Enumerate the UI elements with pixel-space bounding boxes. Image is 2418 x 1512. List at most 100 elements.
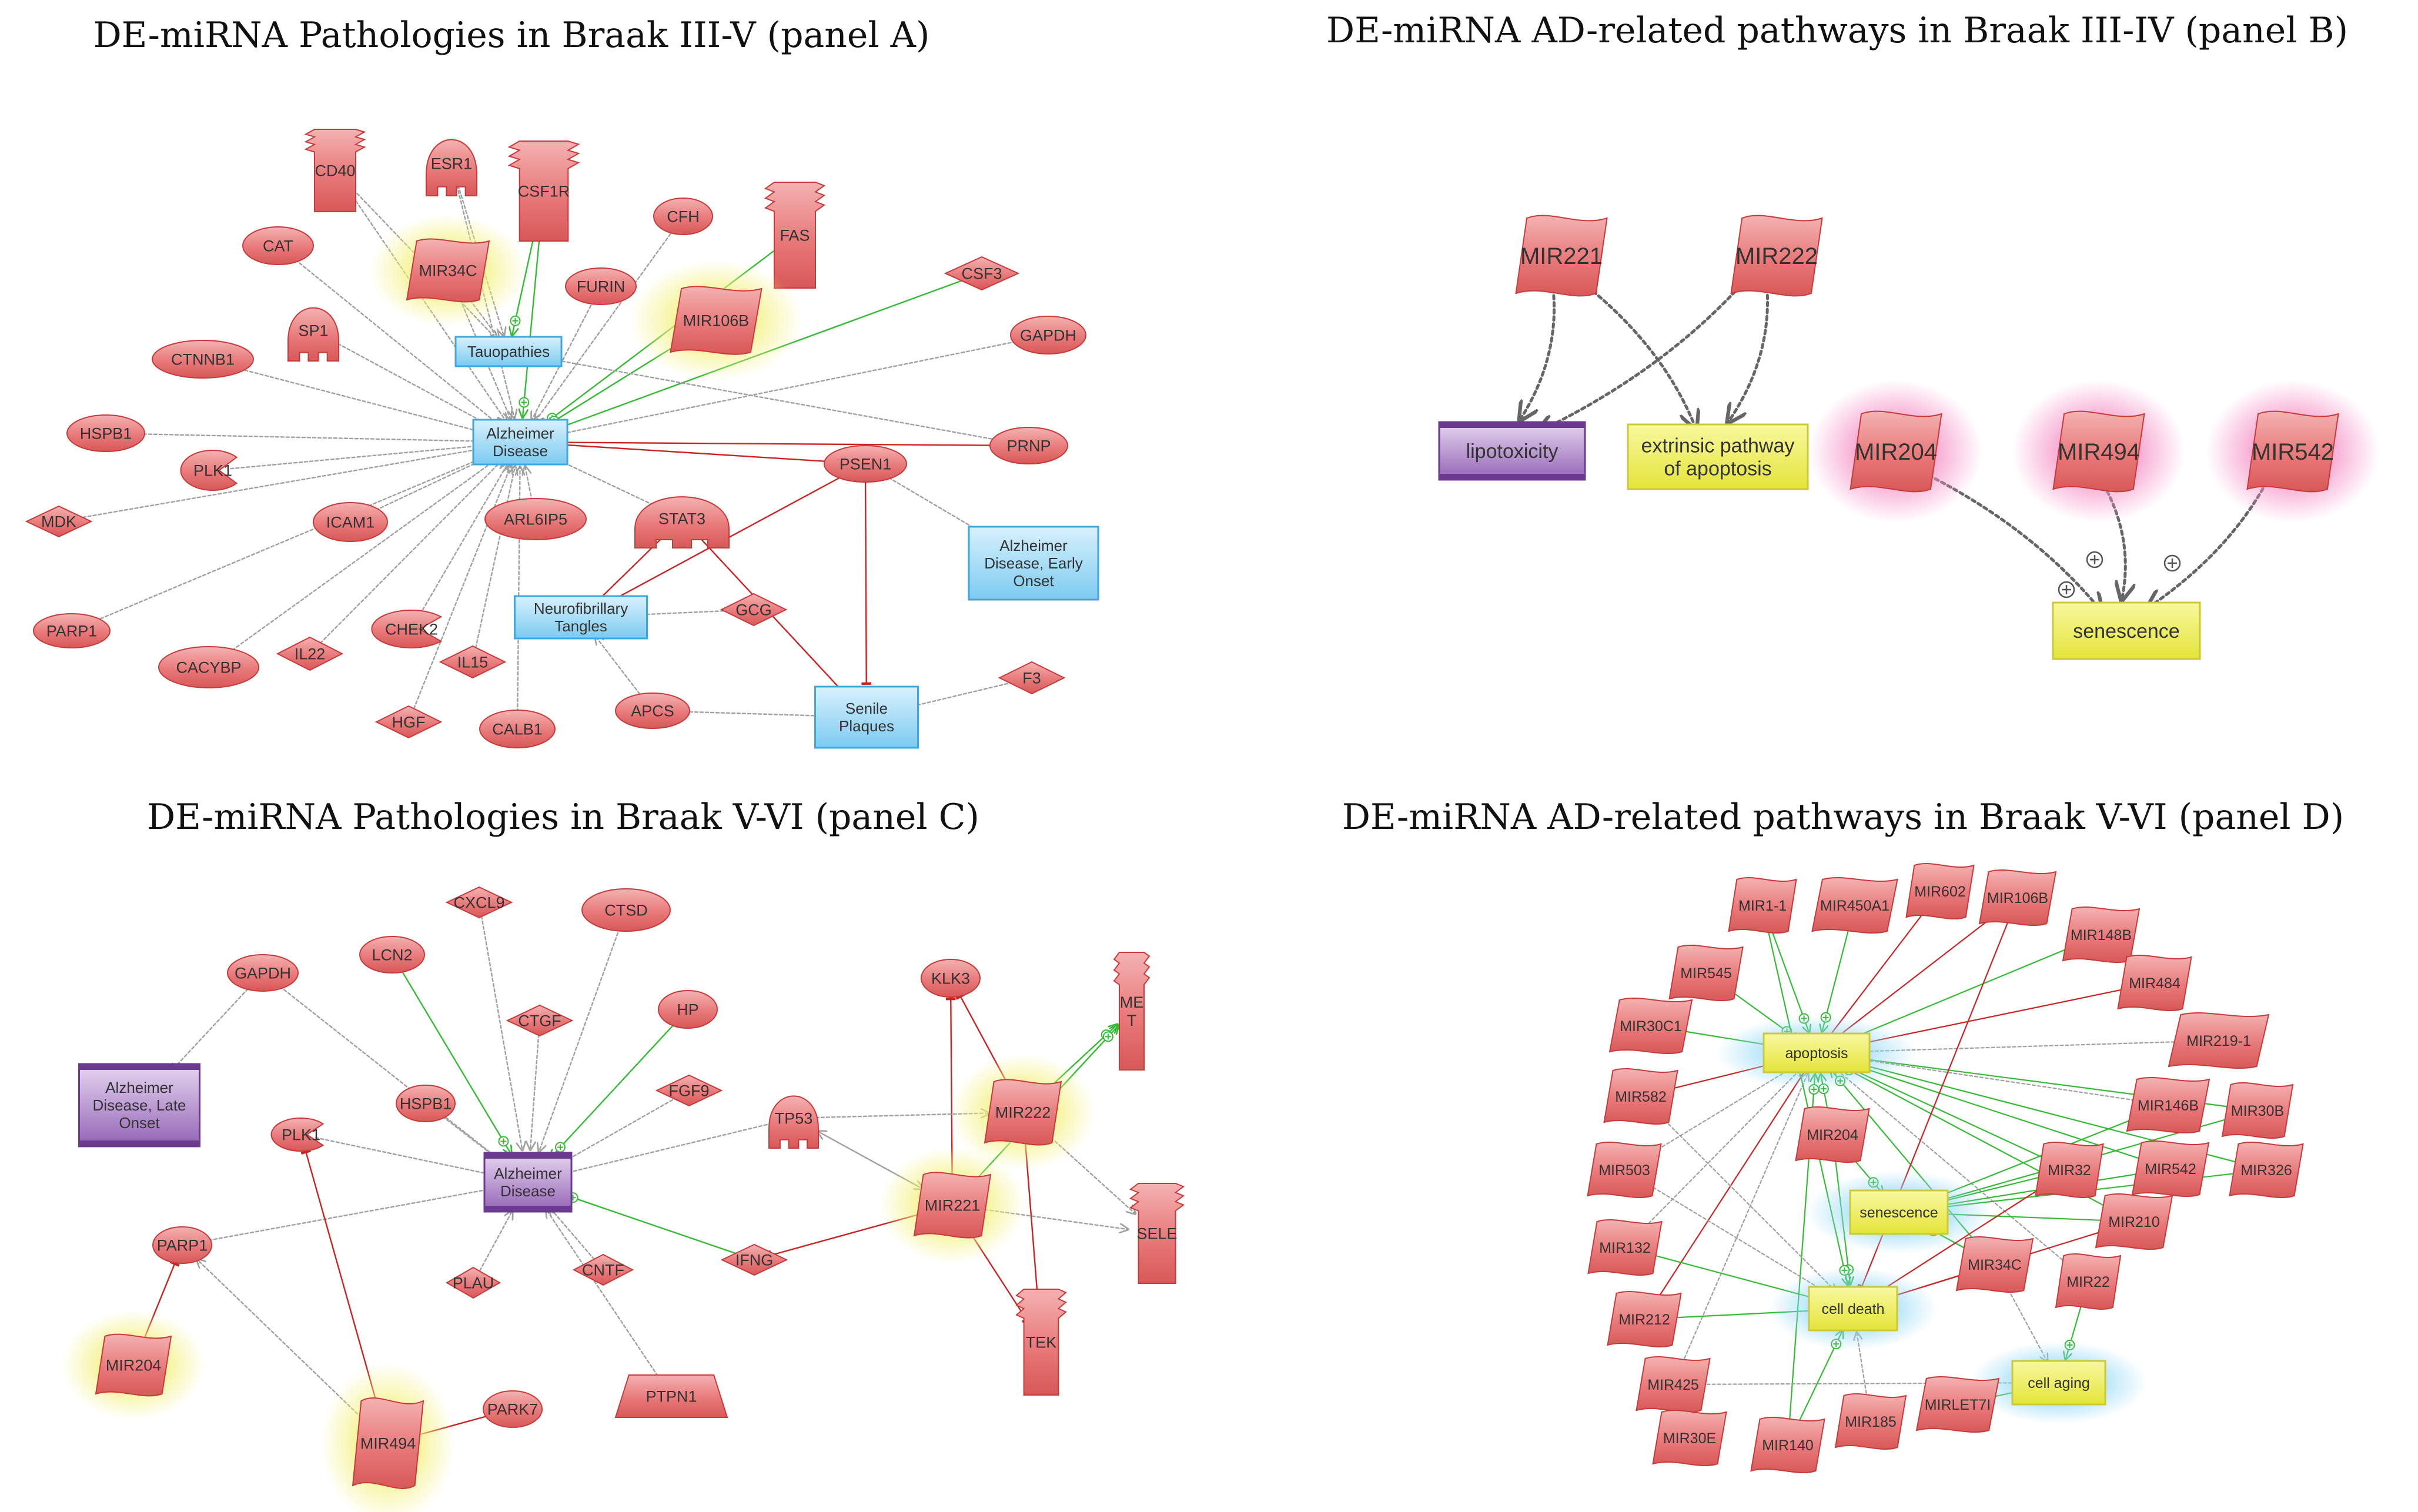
edge-psen1-to-eo xyxy=(878,471,999,543)
label-mir222: MIR222 xyxy=(995,1103,1051,1121)
panel-a-edges xyxy=(71,184,1032,716)
edge-tp53-to-mir221 xyxy=(812,1128,923,1189)
label-hgf: HGF xyxy=(392,713,426,731)
node-mir204: MIR204 xyxy=(62,1310,205,1420)
node-mir542: MIR542 xyxy=(2206,380,2380,523)
node-ifng: IFNG xyxy=(720,1243,788,1276)
label-mir30c1: MIR30C1 xyxy=(1620,1018,1682,1035)
edge-mir222-to-extr xyxy=(1728,286,1769,423)
label-mir425: MIR425 xyxy=(1647,1377,1699,1393)
node-fas: FAS xyxy=(764,182,826,289)
label-mir204: MIR204 xyxy=(106,1356,162,1374)
panel-c-title: DE-miRNA Pathologies in Braak V-VI (pane… xyxy=(147,797,979,838)
edge-cacybp-to-ad xyxy=(223,456,501,657)
edge-mir34c-to-aging xyxy=(2005,1284,2048,1362)
node-mir148b: MIR148B xyxy=(2062,906,2141,963)
label-prnp: PRNP xyxy=(1006,437,1051,454)
edge-il22-to-ad xyxy=(319,460,503,644)
label-icam1: ICAM1 xyxy=(326,513,375,531)
label-mir602: MIR602 xyxy=(1914,884,1966,900)
edge-mdk-to-ad xyxy=(71,446,496,520)
edge-plus-csf1r-ad xyxy=(519,397,530,408)
label-aging: cell aging xyxy=(2028,1375,2090,1391)
edge-ctnnb1-to-ad xyxy=(218,363,497,436)
node-sen: senescence xyxy=(2052,601,2201,660)
node-apop: apoptosis xyxy=(1716,1016,1917,1090)
label-cd40: CD40 xyxy=(315,162,355,179)
label-mdk: MDK xyxy=(41,513,76,530)
edge-tp53-to-ad xyxy=(559,1122,773,1175)
panel-a-title: DE-miRNA Pathologies in Braak III-V (pan… xyxy=(93,15,930,56)
label-cxcl9: CXCL9 xyxy=(453,894,504,911)
edge-lcn2-to-ad xyxy=(400,968,511,1155)
node-arl6ip5: ARL6IP5 xyxy=(484,498,587,540)
label-gapdh: GAPDH xyxy=(1020,326,1076,344)
label-psen1: PSEN1 xyxy=(840,455,892,473)
edge-mir212-to-apop xyxy=(1656,1067,1810,1300)
node-csf3: CSF3 xyxy=(944,256,1020,291)
label-mir450a1: MIR450A1 xyxy=(1820,898,1889,914)
label-mir221: MIR221 xyxy=(1520,243,1603,269)
node-sele: SELE xyxy=(1129,1183,1185,1284)
label-mir503: MIR503 xyxy=(1598,1162,1650,1179)
label-sp1: SP1 xyxy=(298,322,328,339)
edge-parp1-to-ad xyxy=(198,1188,496,1243)
edge-cfh-to-ad xyxy=(534,229,674,422)
label-csf3: CSF3 xyxy=(961,265,1002,282)
node-mir602: MIR602 xyxy=(1905,863,1975,919)
label-hspb1: HSPB1 xyxy=(80,424,132,442)
node-klk3: KLK3 xyxy=(921,959,981,998)
edge-mir221-to-extr xyxy=(1580,280,1695,429)
node-mir222: MIR222 xyxy=(1730,215,1823,297)
node-tp53: TP53 xyxy=(768,1095,819,1149)
node-prnp: PRNP xyxy=(989,427,1068,464)
node-mir494: MIR494 xyxy=(2012,380,2186,523)
edge-mir582-to-death xyxy=(1656,1112,1836,1292)
edge-cxcl9-to-ad xyxy=(480,915,523,1150)
node-sp1: SP1 xyxy=(287,307,339,362)
node-mir106b: MIR106B xyxy=(1978,869,2057,926)
label-mir326: MIR326 xyxy=(2240,1162,2292,1179)
edge-hp-to-ad xyxy=(550,1021,677,1158)
node-cntf: CNTF xyxy=(572,1253,634,1286)
node-il15: IL15 xyxy=(439,645,507,679)
node-cacybp: CACYBP xyxy=(158,646,259,688)
plus-marker-b-1 xyxy=(2086,551,2103,568)
node-lipo: lipotoxicity xyxy=(1438,421,1586,481)
node-gcg: GCG xyxy=(720,593,788,627)
node-mdk: MDK xyxy=(25,505,93,538)
node-mir30e: MIR30E xyxy=(1652,1410,1727,1466)
edge-mir22-to-apop xyxy=(1833,1066,2071,1267)
node-icam1: ICAM1 xyxy=(313,502,388,542)
label-ctnnb1: CTNNB1 xyxy=(171,350,235,368)
label-chek2: CHEK2 xyxy=(385,620,438,638)
label-fas: FAS xyxy=(780,226,810,244)
label-mir185: MIR185 xyxy=(1845,1414,1897,1430)
node-park7: PARK7 xyxy=(483,1390,543,1428)
label-il15: IL15 xyxy=(457,653,489,671)
node-sen: senescence xyxy=(1806,1170,1992,1254)
node-mir106b: MIR106B xyxy=(629,260,803,381)
node-il22: IL22 xyxy=(276,636,344,671)
node-esr1: ESR1 xyxy=(426,139,477,196)
label-plk1: PLK1 xyxy=(193,461,232,479)
node-gapdh: GAPDH xyxy=(1010,316,1086,354)
label-mir146b: MIR146B xyxy=(2138,1098,2199,1114)
node-mir221: MIR221 xyxy=(1515,215,1608,297)
node-mir484: MIR484 xyxy=(2117,955,2192,1011)
label-mir204: MIR204 xyxy=(1807,1127,1858,1143)
edge-chek2-to-ad xyxy=(419,463,507,615)
label-tau: Tauopathies xyxy=(467,343,550,360)
node-mir30c1: MIR30C1 xyxy=(1608,998,1693,1054)
edge-psen1-to-sp xyxy=(861,479,872,685)
label-hp: HP xyxy=(677,1001,699,1018)
